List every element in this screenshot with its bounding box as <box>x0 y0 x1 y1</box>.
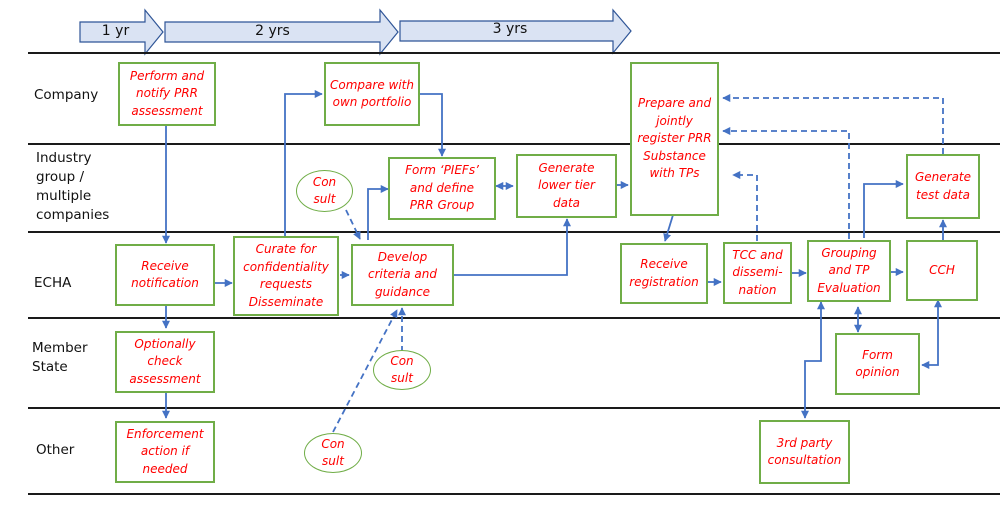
connectors <box>161 89 948 419</box>
connector-curate-to-compare <box>284 89 323 236</box>
phase-label-1yr: 1 yr <box>101 23 130 39</box>
phase-label-2yrs: 2 yrs <box>255 23 290 39</box>
dashed-testdata-to-prepare <box>722 93 944 154</box>
phase-label-3yrs: 3 yrs <box>492 21 528 37</box>
lane-label-company: Company <box>34 87 99 103</box>
lane-label-other: Other <box>36 442 75 458</box>
connector-grouping-thirdparty <box>800 301 826 419</box>
phase-arrow-2yrs <box>164 8 399 56</box>
box-receive-registration[interactable]: Receive registration <box>620 243 708 304</box>
connector-develop-to-lowertier <box>454 218 572 276</box>
lane-label-echa: ECHA <box>34 275 72 291</box>
box-generate-lower-tier[interactable]: Generate lower tier data <box>516 154 617 218</box>
connector-grouping-to-testdata <box>863 179 904 238</box>
box-third-party[interactable]: 3rd party consultation <box>759 420 850 484</box>
oval-consult-industry[interactable]: Con sult <box>296 170 353 212</box>
phase-arrow-1yr <box>79 8 164 56</box>
dashed-connectors <box>332 93 944 433</box>
box-generate-test-data[interactable]: Generate test data <box>906 154 980 219</box>
dashed-grouping-to-prepare <box>722 126 850 239</box>
box-cch[interactable]: CCH <box>906 240 978 301</box>
connector-compare-to-piefs <box>420 93 447 157</box>
box-optionally-check[interactable]: Optionally check assessment <box>115 331 215 393</box>
box-curate[interactable]: Curate for confidentiality requests Diss… <box>233 236 339 316</box>
box-prepare-register[interactable]: Prepare and jointly register PRR Substan… <box>630 62 719 216</box>
box-develop-criteria[interactable]: Develop criteria and guidance <box>351 244 454 306</box>
box-form-piefs[interactable]: Form ‘PIEFs’ and define PRR Group <box>388 157 496 220</box>
connector-prepare-to-receive-reg <box>663 214 674 242</box>
dashed-consult3-to-develop <box>332 309 398 433</box>
phase-arrow-3yrs <box>399 8 632 55</box>
dashed-tcc-to-prepare <box>732 170 758 241</box>
box-compare-portfolio[interactable]: Compare with own portfolio <box>324 62 420 126</box>
box-enforcement[interactable]: Enforcement action if needed <box>115 421 215 483</box>
lane-label-member-state: Member State <box>32 340 88 375</box>
oval-consult-other[interactable]: Con sult <box>304 433 362 473</box>
connector-develop-to-piefs <box>367 184 389 240</box>
box-tcc-dissemination[interactable]: TCC and dissemi- nation <box>723 242 792 304</box>
connector-opinion-cch <box>921 299 943 370</box>
box-grouping-tp[interactable]: Grouping and TP Evaluation <box>807 240 891 302</box>
lane-label-industry: Industry group / multiple companies <box>36 150 110 223</box>
lane-dividers <box>28 52 1000 495</box>
box-receive-notification[interactable]: Receive notification <box>115 244 215 306</box>
timeline-arrows <box>79 8 632 56</box>
oval-consult-member-state[interactable]: Con sult <box>373 350 431 390</box>
box-form-opinion[interactable]: Form opinion <box>835 333 920 395</box>
dashed-consult1-to-develop <box>345 209 361 240</box>
box-perform-notify[interactable]: Perform and notify PRR assessment <box>118 62 216 126</box>
